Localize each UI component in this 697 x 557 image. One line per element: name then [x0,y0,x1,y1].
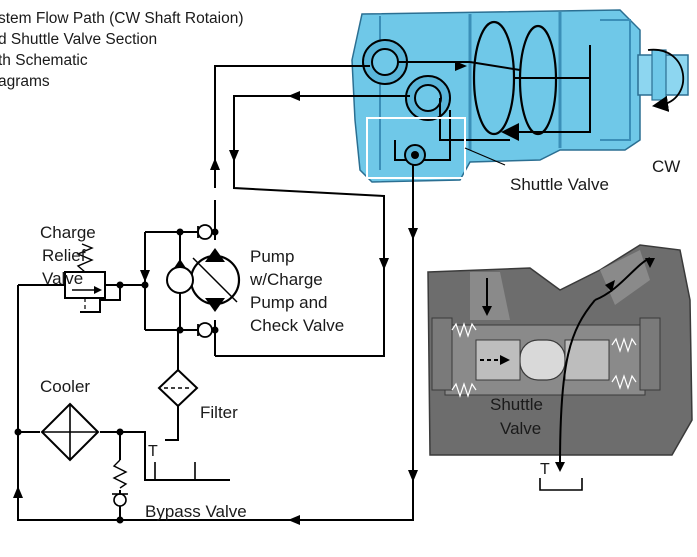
shuttle-valve-callout: Shuttle Valve [510,175,609,194]
pump-label-1: Pump [250,247,294,266]
title-line-4: agrams [0,73,50,90]
pump-label-3: Pump and [250,293,328,312]
bypass-valve-symbol [112,459,128,507]
charge-relief-label-1: Charge [40,223,96,242]
charge-relief-label-2: Relief [42,246,86,265]
tank-left-label: T [148,443,158,460]
shuttle-section-label-2: Valve [500,419,541,438]
check-valves [197,224,213,338]
filter-symbol [157,368,199,408]
motor-assembly [351,9,689,183]
pump-label-4: Check Valve [250,316,344,335]
cooler-label: Cooler [40,377,90,396]
tank-right-label: T [540,461,550,478]
junction-dots [14,228,219,524]
charge-relief-label-3: Valve [42,269,83,288]
rotation-label: CW [652,157,680,176]
diagram-title: stem Flow Path (CW Shaft Rotaion) d Shut… [0,8,246,92]
callout-leader [464,147,506,166]
pump-label-2: w/Charge [249,270,323,289]
pump-symbol [166,248,241,312]
title-line-1: stem Flow Path (CW Shaft Rotaion) [0,10,244,27]
filter-label: Filter [200,403,238,422]
flow-arrows [13,61,467,525]
title-line-3: th Schematic [0,52,88,69]
circuit-lines [17,65,414,521]
shuttle-valve-section [427,244,693,472]
shuttle-section-label-1: Shuttle [490,395,543,414]
charge-relief-valve-symbol [64,243,106,313]
tank-right [539,478,583,491]
bypass-valve-label: Bypass Valve [145,502,247,521]
title-line-2: d Shuttle Valve Section [0,31,158,48]
tank-left [154,462,196,481]
cooler-symbol [40,402,100,462]
